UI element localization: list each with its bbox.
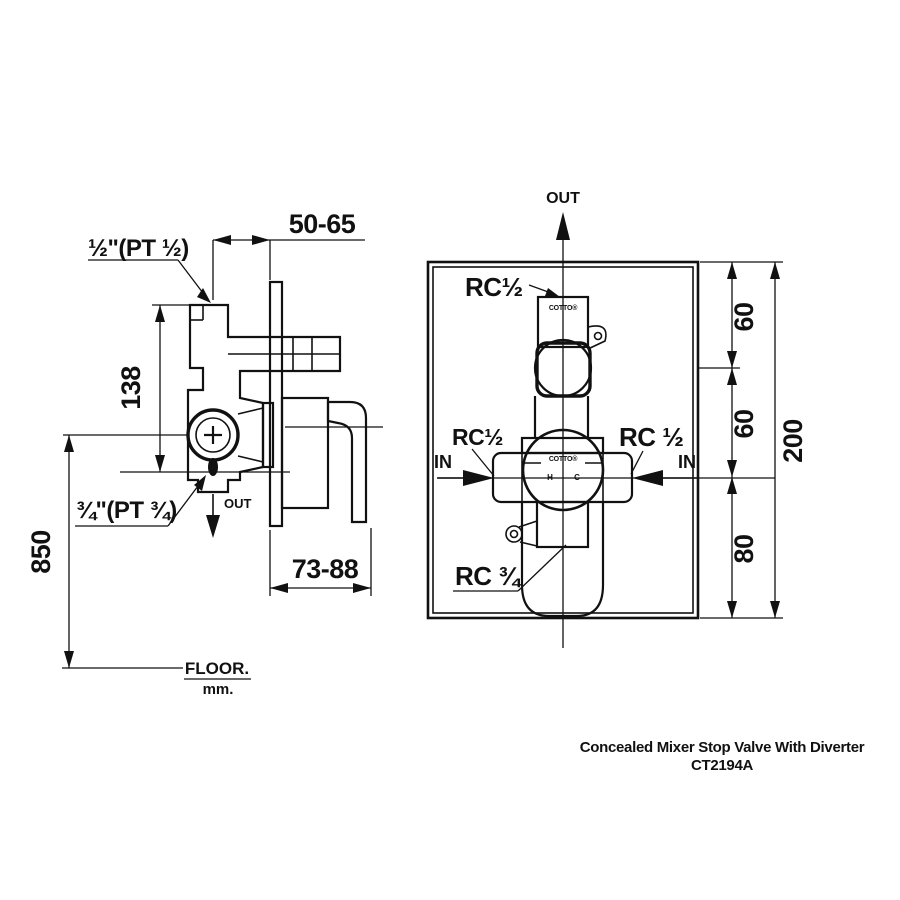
arrow-7388-left-icon [270,583,288,593]
side-view: ½"(PT ½) 50-65 138 850 ¾"(PT ¾) OUT 73-8… [26,209,383,698]
lower-port-body [535,500,590,549]
lower-ear-link-top [518,520,538,528]
out-arrow-up-icon [556,212,570,240]
total-arrow-top-icon [770,262,780,279]
mounting-plate-outer [426,260,700,620]
product-code: CT2194A [691,757,754,774]
in-left-arrow-icon [463,470,494,486]
diverter-knob-inner [195,417,231,453]
mixer-handle-circle [521,428,605,512]
arrow-138-top-icon [155,305,165,322]
dim-200-label: 200 [778,419,808,463]
footer: Concealed Mixer Stop Valve With Diverter… [580,739,865,774]
arrow-850-top-icon [64,435,74,452]
chain-arrow-3-icon [727,368,737,385]
front-view: OUT COTTO® COTTO® H C RC½ RC½ [426,190,808,648]
lower-outlet-tube [520,502,605,618]
dim-80-label: 80 [729,534,759,563]
rc-top-arrow-icon [545,288,560,297]
arrow-850-bottom-icon [64,651,74,668]
cold-indicator: C [574,473,580,482]
leader-halfinch-arrow-icon [197,288,211,303]
cone-top-line [237,407,264,415]
valve-flange [261,401,275,469]
total-arrow-bottom-icon [770,601,780,618]
lower-ear-link-bottom [519,541,538,547]
dim-850-label: 850 [26,530,56,574]
brand-mark-top: COTTO® [549,304,578,312]
chain-arrow-4-icon [727,460,737,477]
chain-arrow-6-icon [727,601,737,618]
dim-5065-label: 50-65 [289,209,356,239]
dim-138-label: 138 [116,366,146,410]
cone-bottom-line [237,455,264,463]
lever-handle [326,400,368,524]
rc-bottom-label: RC ¾ [455,561,522,591]
floor-label: FLOOR. [185,659,249,678]
hot-indicator: H [547,473,553,482]
rc-right-leader [630,450,644,475]
dim-60-mid-label: 60 [729,409,759,438]
handle-base [280,396,330,510]
chain-arrow-5-icon [727,477,737,494]
valve-body-side [186,303,342,494]
upper-port-body [536,295,590,349]
lower-ear-ring [505,525,523,543]
chain-arrow-2-icon [727,351,737,368]
rc-bottom-leader [517,544,567,592]
brand-mark-center: COTTO® [549,455,578,463]
rc-right-label: RC ½ [619,422,683,452]
port-top-label: ½"(PT ½) [88,235,189,262]
arrow-7388-right-icon [353,583,371,593]
rc-left-leader [471,448,495,477]
arrow-5065-right-icon [252,235,270,245]
in-left-label: IN [434,452,452,472]
dim-60-top-label: 60 [729,302,759,331]
arrow-5065-left-icon [213,235,231,245]
out-label-side: OUT [224,496,252,511]
upper-ear-hole [593,331,603,341]
rc-left-label: RC½ [452,424,503,450]
dim-7388-label: 73-88 [292,554,359,584]
arrow-138-bottom-icon [155,455,165,472]
rc-top-label: RC½ [465,272,523,302]
out-label-front: OUT [546,190,580,207]
floor-unit-label: mm. [203,681,234,698]
product-title: Concealed Mixer Stop Valve With Diverter [580,739,865,756]
leader-threequarter-line [167,481,202,527]
lower-ear-hole [509,529,519,539]
in-right-arrow-icon [632,470,663,486]
upper-ear-tab [587,325,607,350]
upper-stop-valve-square [535,341,592,398]
bottom-outlet-marker [208,458,218,476]
mounting-plate-inner [432,266,694,614]
port-bottom-label: ¾"(PT ¾) [76,497,177,524]
out-arrow-down-icon [206,515,220,538]
chain-arrow-1-icon [727,262,737,279]
in-right-label: IN [678,452,696,472]
